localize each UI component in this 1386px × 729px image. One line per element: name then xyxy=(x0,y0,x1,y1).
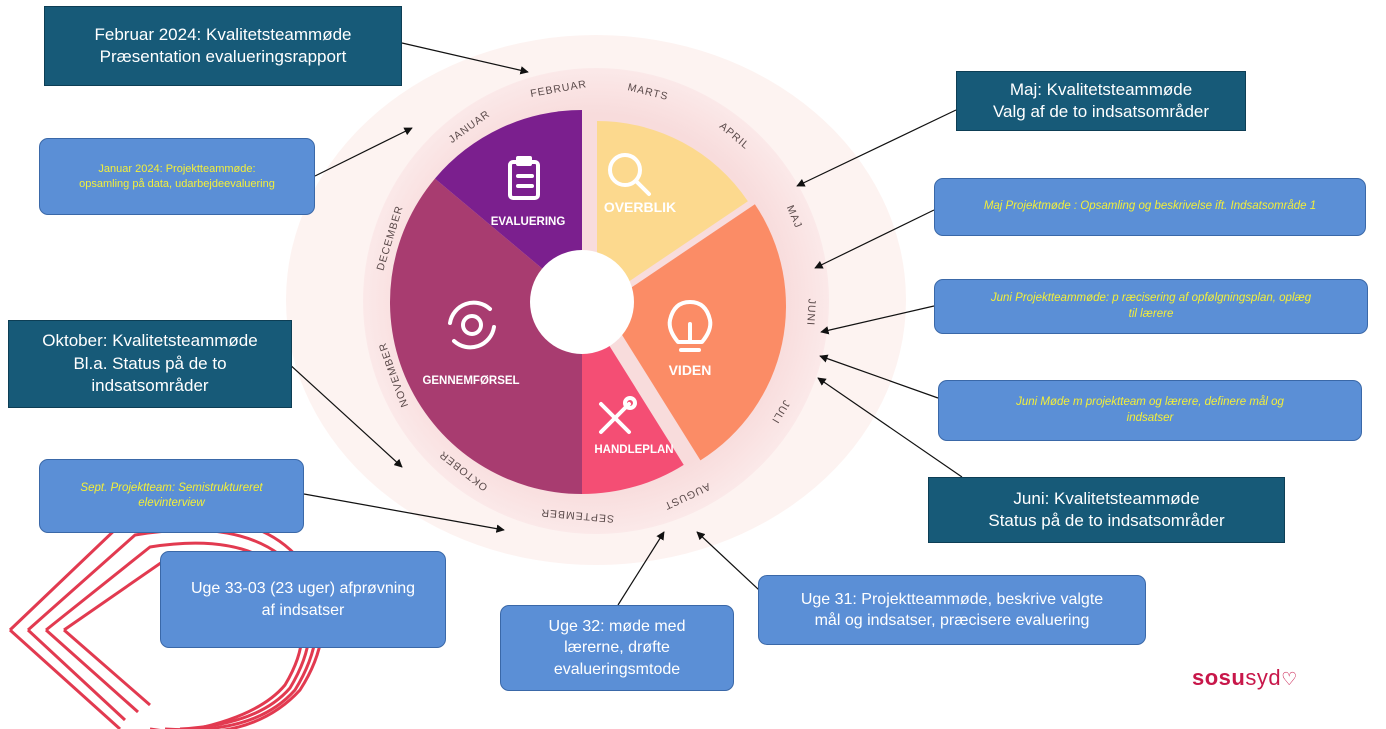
note-line: Status på de to indsatsområder xyxy=(988,511,1225,530)
segment-label-evaluering: EVALUERING xyxy=(491,216,566,228)
connector-arrow xyxy=(617,531,665,606)
sosusyd-logo: sosusyd♡ xyxy=(1192,665,1298,691)
note-october-quality-meeting: Oktober: Kvalitetsteammøde Bl.a. Status … xyxy=(8,320,292,408)
note-line: indsatsområder xyxy=(91,376,209,396)
note-line: Oktober: Kvalitetsteammøde xyxy=(42,331,258,351)
note-week32-teachers: Uge 32: møde med lærerne, drøfte evaluer… xyxy=(500,605,734,691)
note-line: mål og indsatser, præcisere evaluering xyxy=(814,612,1090,629)
note-june-project-meeting: Juni Projektteammøde: p ræcisering af op… xyxy=(934,279,1368,334)
magnifier-icon xyxy=(608,153,651,196)
note-line: Sept. Projektteam: Semistruktureret xyxy=(80,481,263,494)
connector-arrow xyxy=(314,127,413,177)
note-september-interview: Sept. Projektteam: Semistruktureret elev… xyxy=(39,459,304,533)
segment-evaluering xyxy=(434,110,582,302)
note-line: af indsatser xyxy=(261,601,345,619)
note-line: Januar 2024: Projektteammøde: xyxy=(98,162,256,175)
note-line: til lærere xyxy=(1128,307,1174,320)
note-week33-trial: Uge 33-03 (23 uger) afprøvning af indsat… xyxy=(160,551,446,648)
connector-arrow xyxy=(814,209,935,269)
connector-arrow xyxy=(820,305,935,335)
note-february-quality-meeting: Februar 2024: Kvalitetsteammøde Præsenta… xyxy=(44,6,402,86)
segment-label-gennemforsel: GENNEMFØRSEL xyxy=(422,375,519,387)
note-line: evalueringsmtode xyxy=(553,660,681,678)
logo-bold-text: sosu xyxy=(1192,665,1246,690)
note-may-quality-meeting: Maj: Kvalitetsteammøde Valg af de to ind… xyxy=(956,71,1246,131)
tools-icon xyxy=(599,396,637,434)
note-line: Uge 31: Projektteammøde, beskrive valgte xyxy=(800,590,1104,608)
note-line: lærerne, drøfte xyxy=(564,639,670,657)
note-line: Maj: Kvalitetsteammøde xyxy=(1009,79,1193,99)
logo-thin-text: syd xyxy=(1245,665,1282,690)
cycle-gear-icon xyxy=(448,300,496,350)
note-line: Uge 32: møde med xyxy=(548,618,686,636)
segment-viden xyxy=(604,204,787,461)
note-line: Juni Møde m projektteam og lærere, defin… xyxy=(1016,396,1284,409)
segment-label-handleplan: HANDLEPLAN xyxy=(594,444,673,456)
note-line: Uge 33-03 (23 uger) afprøvning xyxy=(190,580,416,598)
connector-arrow xyxy=(817,377,963,478)
segment-overblik xyxy=(597,121,748,303)
connector-arrow xyxy=(796,109,957,187)
note-june-teacher-meeting: Juni Møde m projektteam og lærere, defin… xyxy=(938,380,1362,441)
segment-label-viden: VIDEN xyxy=(669,362,712,378)
note-week31-project-meeting: Uge 31: Projektteammøde, beskrive valgte… xyxy=(758,575,1146,645)
note-line: indsatser xyxy=(1126,411,1174,424)
note-line: Valg af de to indsatsområder xyxy=(992,102,1210,121)
note-line: Maj Projektmøde : Opsamling og beskrivel… xyxy=(983,200,1317,213)
note-line: elevinterview xyxy=(138,497,205,509)
segment-gennemforsel xyxy=(390,178,582,494)
wheel-center xyxy=(530,250,634,354)
month-label: JUNI xyxy=(804,298,817,326)
note-line: Februar 2024: Kvalitetsteammøde xyxy=(94,24,352,44)
note-june-quality-meeting: Juni: Kvalitetsteammøde Status på de to … xyxy=(928,477,1285,543)
note-line: Bl.a. Status på de to xyxy=(73,353,227,373)
segment-label-overblik: OVERBLIK xyxy=(604,199,676,215)
connector-arrow xyxy=(303,493,505,533)
note-line: Juni Projektteammøde: p ræcisering af op… xyxy=(990,292,1312,305)
heart-logo-icon: ♡ xyxy=(1281,669,1298,689)
note-january-project-meeting: Januar 2024: Projektteammøde: opsamling … xyxy=(39,138,315,215)
clipboard-icon xyxy=(508,156,540,200)
connector-arrow xyxy=(275,351,403,468)
note-line: Præsentation evalueringsrapport xyxy=(99,47,347,66)
note-line: opsamling på data, udarbejdeevaluering xyxy=(79,177,275,190)
note-line: Juni: Kvalitetsteammøde xyxy=(1013,488,1200,508)
connector-arrow xyxy=(401,42,529,75)
lightbulb-icon xyxy=(667,300,713,352)
connector-arrow xyxy=(819,354,939,399)
note-may-project-meeting: Maj Projektmøde : Opsamling og beskrivel… xyxy=(934,178,1366,236)
